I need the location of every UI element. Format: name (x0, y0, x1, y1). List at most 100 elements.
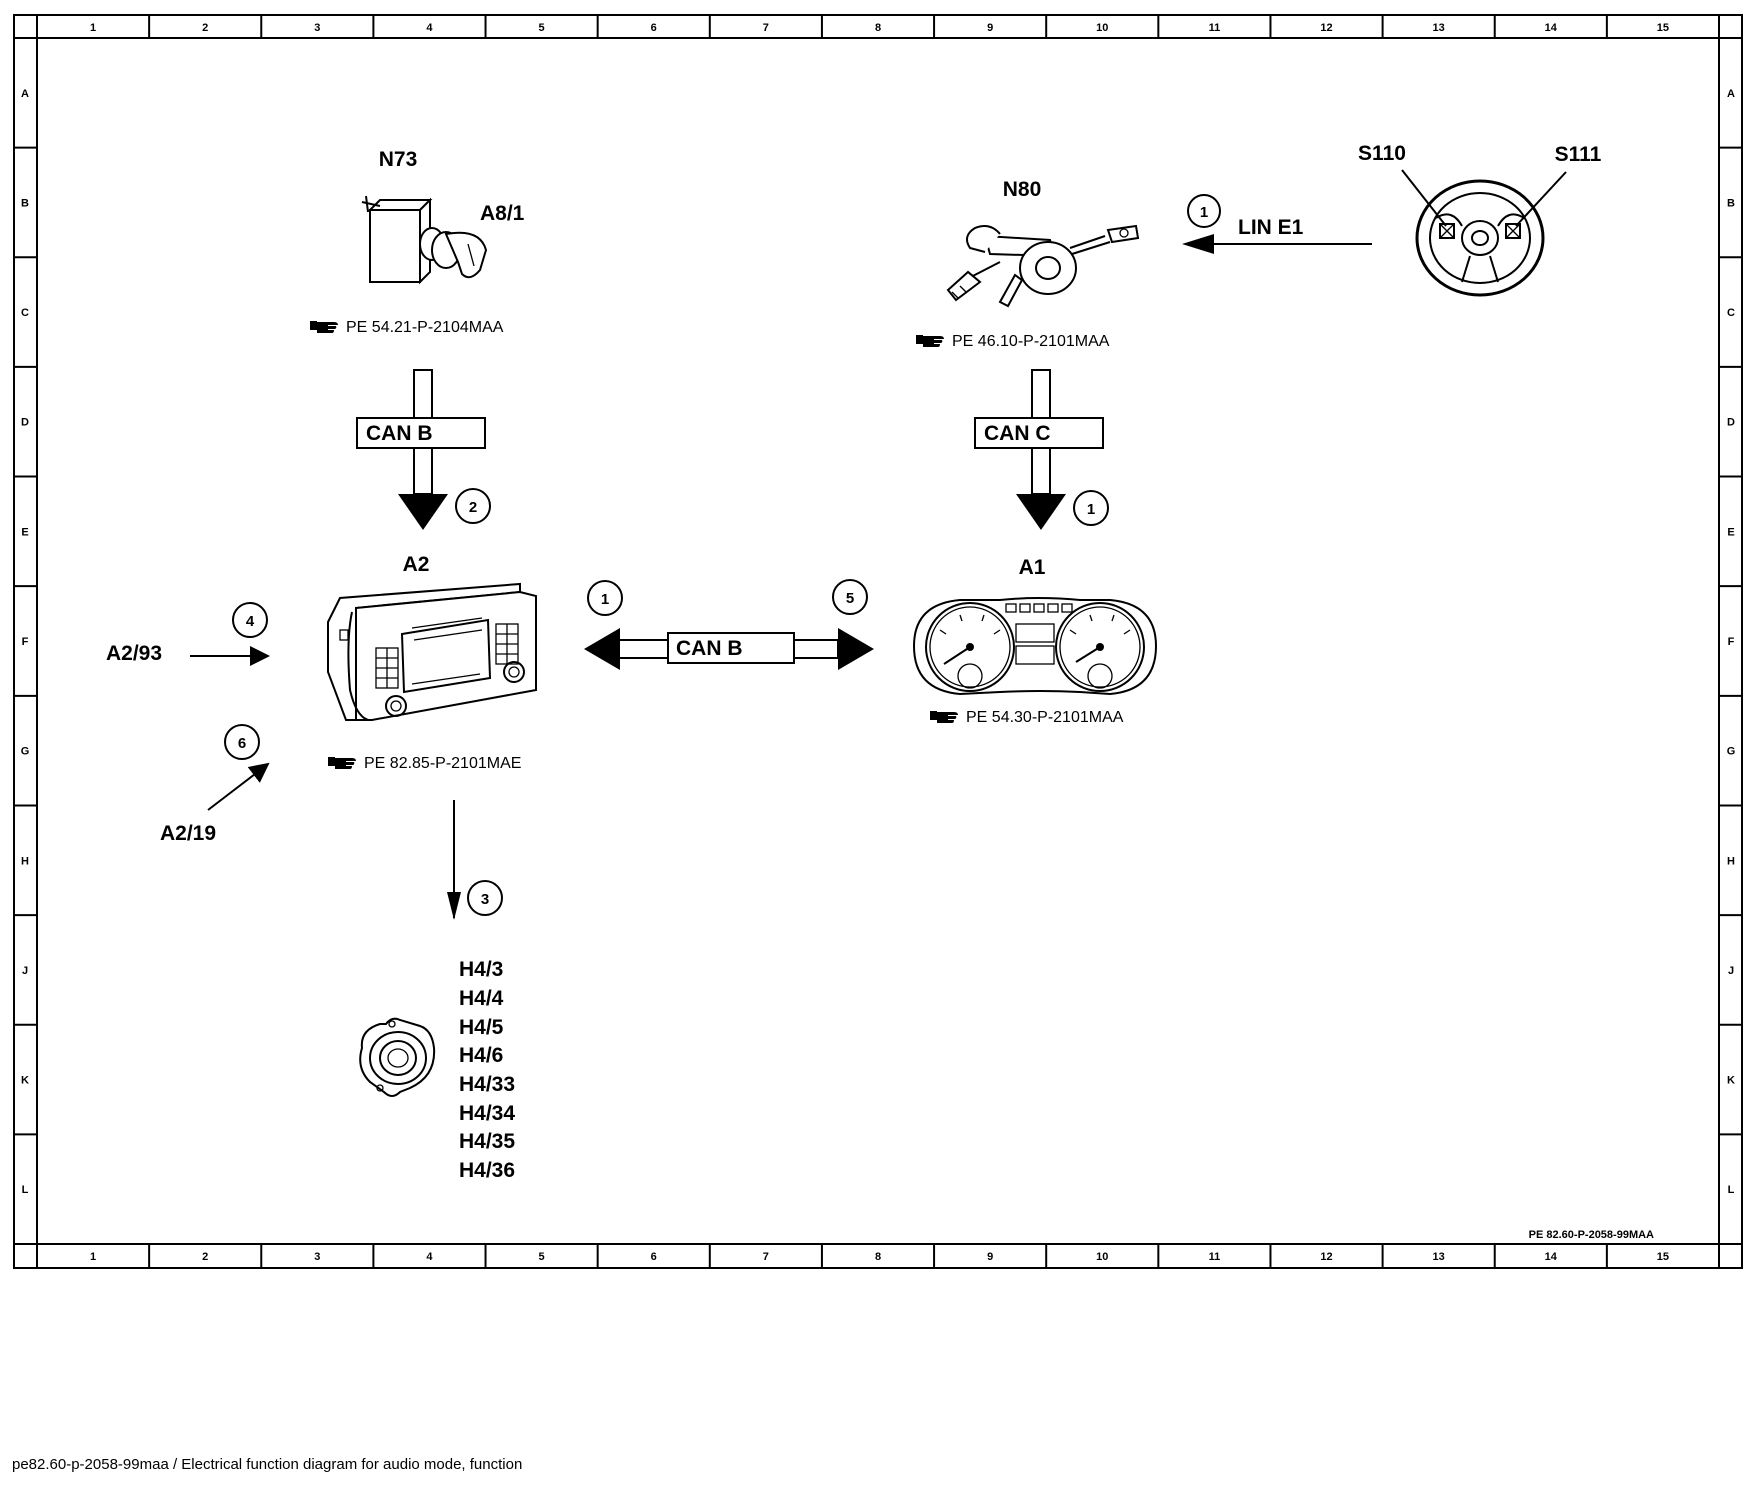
grid-row-label: K (1727, 1075, 1735, 1087)
steering-wheel-icon (1415, 179, 1545, 297)
grid-row-label: C (21, 307, 29, 319)
a2-label: A2 (403, 553, 430, 576)
grid-column-label: 11 (1209, 1251, 1221, 1263)
grid-row-label: B (21, 197, 29, 209)
grid-column-label: 7 (763, 22, 769, 34)
grid-row-label: F (22, 636, 29, 648)
grid-row-label: E (21, 526, 28, 538)
speaker-label: H4/34 (459, 1102, 515, 1125)
grid-column-label: 14 (1545, 1251, 1558, 1263)
grid-column-label: 10 (1096, 22, 1108, 34)
grid-row-label: J (22, 965, 28, 977)
lin-e1-connection: 1 LIN E1 (1182, 194, 1372, 254)
a1-label: A1 (1019, 556, 1046, 579)
can-b-number-badge: 2 (469, 499, 477, 516)
speaker-label: H4/35 (459, 1130, 515, 1153)
grid-column-label: 11 (1209, 22, 1221, 34)
grid-column-label: 6 (651, 22, 657, 34)
grid-row-label: A (21, 88, 29, 100)
grid-column-label: 1 (90, 1251, 96, 1263)
n80-steering-column-module: N80 PE 46.10-P-2101MAA (916, 178, 1140, 350)
instrument-cluster-icon (912, 596, 1158, 696)
grid-row-label: L (22, 1184, 29, 1196)
a2-19-number-badge: 6 (238, 735, 246, 752)
can-c-vertical-connection: CAN C 1 (974, 369, 1109, 530)
grid-column-label: 4 (426, 22, 433, 34)
can-c-label: CAN C (984, 422, 1051, 445)
grid-column-label: 5 (539, 22, 545, 34)
speaker-label: H4/33 (459, 1073, 515, 1096)
grid-row-label: H (1727, 855, 1735, 867)
can-b-horizontal-connection: CAN B 1 5 (584, 579, 874, 670)
n80-label: N80 (1003, 178, 1042, 201)
grid-column-label: 12 (1320, 1251, 1332, 1263)
a2-19-label: A2/19 (160, 822, 216, 845)
a2-ref: PE 82.85-P-2101MAE (364, 755, 521, 772)
grid-row-label: G (1727, 746, 1736, 758)
n73-ignition-switch: N73 A8/1 PE 54.21-P-2104MAA (310, 148, 525, 336)
grid-row-label: K (21, 1075, 29, 1087)
grid-column-label: 13 (1433, 1251, 1445, 1263)
speaker-label: H4/3 (459, 958, 503, 981)
speaker-label: H4/6 (459, 1044, 503, 1067)
grid-row-label: D (21, 417, 29, 429)
grid-column-label: 15 (1657, 1251, 1669, 1263)
grid-column-label: 3 (314, 22, 320, 34)
grid-row-label: C (1727, 307, 1735, 319)
speaker-number-badge: 3 (481, 891, 489, 908)
s110-label: S110 (1358, 142, 1406, 165)
grid-column-label: 7 (763, 1251, 769, 1263)
grid-column-label: 13 (1433, 22, 1445, 34)
can-b-vertical-label: CAN B (366, 422, 433, 445)
grid-row-label: E (1727, 526, 1734, 538)
grid-column-label: 9 (987, 1251, 993, 1263)
grid-column-label: 2 (202, 1251, 208, 1263)
grid-column-label: 6 (651, 1251, 657, 1263)
grid-column-label: 3 (314, 1251, 320, 1263)
lin-number-badge: 1 (1200, 204, 1208, 221)
grid-column-label: 2 (202, 22, 208, 34)
can-b-horizontal-label: CAN B (676, 637, 743, 660)
n73-label: N73 (379, 148, 418, 171)
grid-row-label: D (1727, 417, 1735, 429)
head-unit-icon (327, 582, 537, 721)
grid-column-label: 5 (539, 1251, 545, 1263)
steering-column-module-icon (946, 224, 1140, 308)
ignition-switch-icon (361, 195, 488, 285)
a2-19-connection: A2/19 6 (160, 724, 270, 845)
speaker-output-connection: 3 (447, 800, 503, 920)
n80-ref: PE 46.10-P-2101MAA (952, 333, 1110, 350)
s111-label: S111 (1555, 143, 1602, 166)
drawing-frame: 1122334455667788991010111112121313141415… (13, 14, 1743, 1269)
can-b-right-number-badge: 5 (846, 590, 854, 607)
grid-column-label: 15 (1657, 22, 1669, 34)
grid-column-label: 14 (1545, 22, 1558, 34)
grid-column-label: 4 (426, 1251, 433, 1263)
can-b-left-number-badge: 1 (601, 591, 609, 608)
speaker-label: H4/5 (459, 1016, 504, 1039)
grid-column-label: 10 (1096, 1251, 1108, 1263)
lin-e1-label: LIN E1 (1238, 216, 1304, 239)
figure-caption: pe82.60-p-2058-99maa / Electrical functi… (12, 1456, 523, 1473)
speaker-icon (359, 1017, 436, 1097)
grid-column-label: 9 (987, 22, 993, 34)
grid-column-label: 1 (90, 22, 96, 34)
grid-row-label: H (21, 855, 29, 867)
grid-column-label: 12 (1320, 22, 1332, 34)
a2-93-connection: A2/93 4 (106, 602, 270, 666)
grid-row-label: B (1727, 197, 1735, 209)
a1-ref: PE 54.30-P-2101MAA (966, 709, 1124, 726)
drawing-number: PE 82.60-P-2058-99MAA (1529, 1229, 1654, 1241)
grid-column-label: 8 (875, 22, 881, 34)
speaker-label: H4/4 (459, 987, 504, 1010)
a2-93-number-badge: 4 (246, 613, 255, 630)
speaker-label: H4/36 (459, 1159, 515, 1182)
grid-row-label: J (1728, 965, 1734, 977)
multifunction-steering-wheel: S110 S111 (1358, 142, 1602, 297)
a8-1-label: A8/1 (480, 202, 525, 225)
speakers: H4/3 H4/4 H4/5 H4/6 H4/33 H4/34 H4/35 H4… (359, 958, 515, 1182)
a2-93-label: A2/93 (106, 642, 162, 665)
a2-head-unit: A2 PE 82.85-P-2101MAE (327, 553, 537, 772)
grid-row-label: A (1727, 88, 1735, 100)
